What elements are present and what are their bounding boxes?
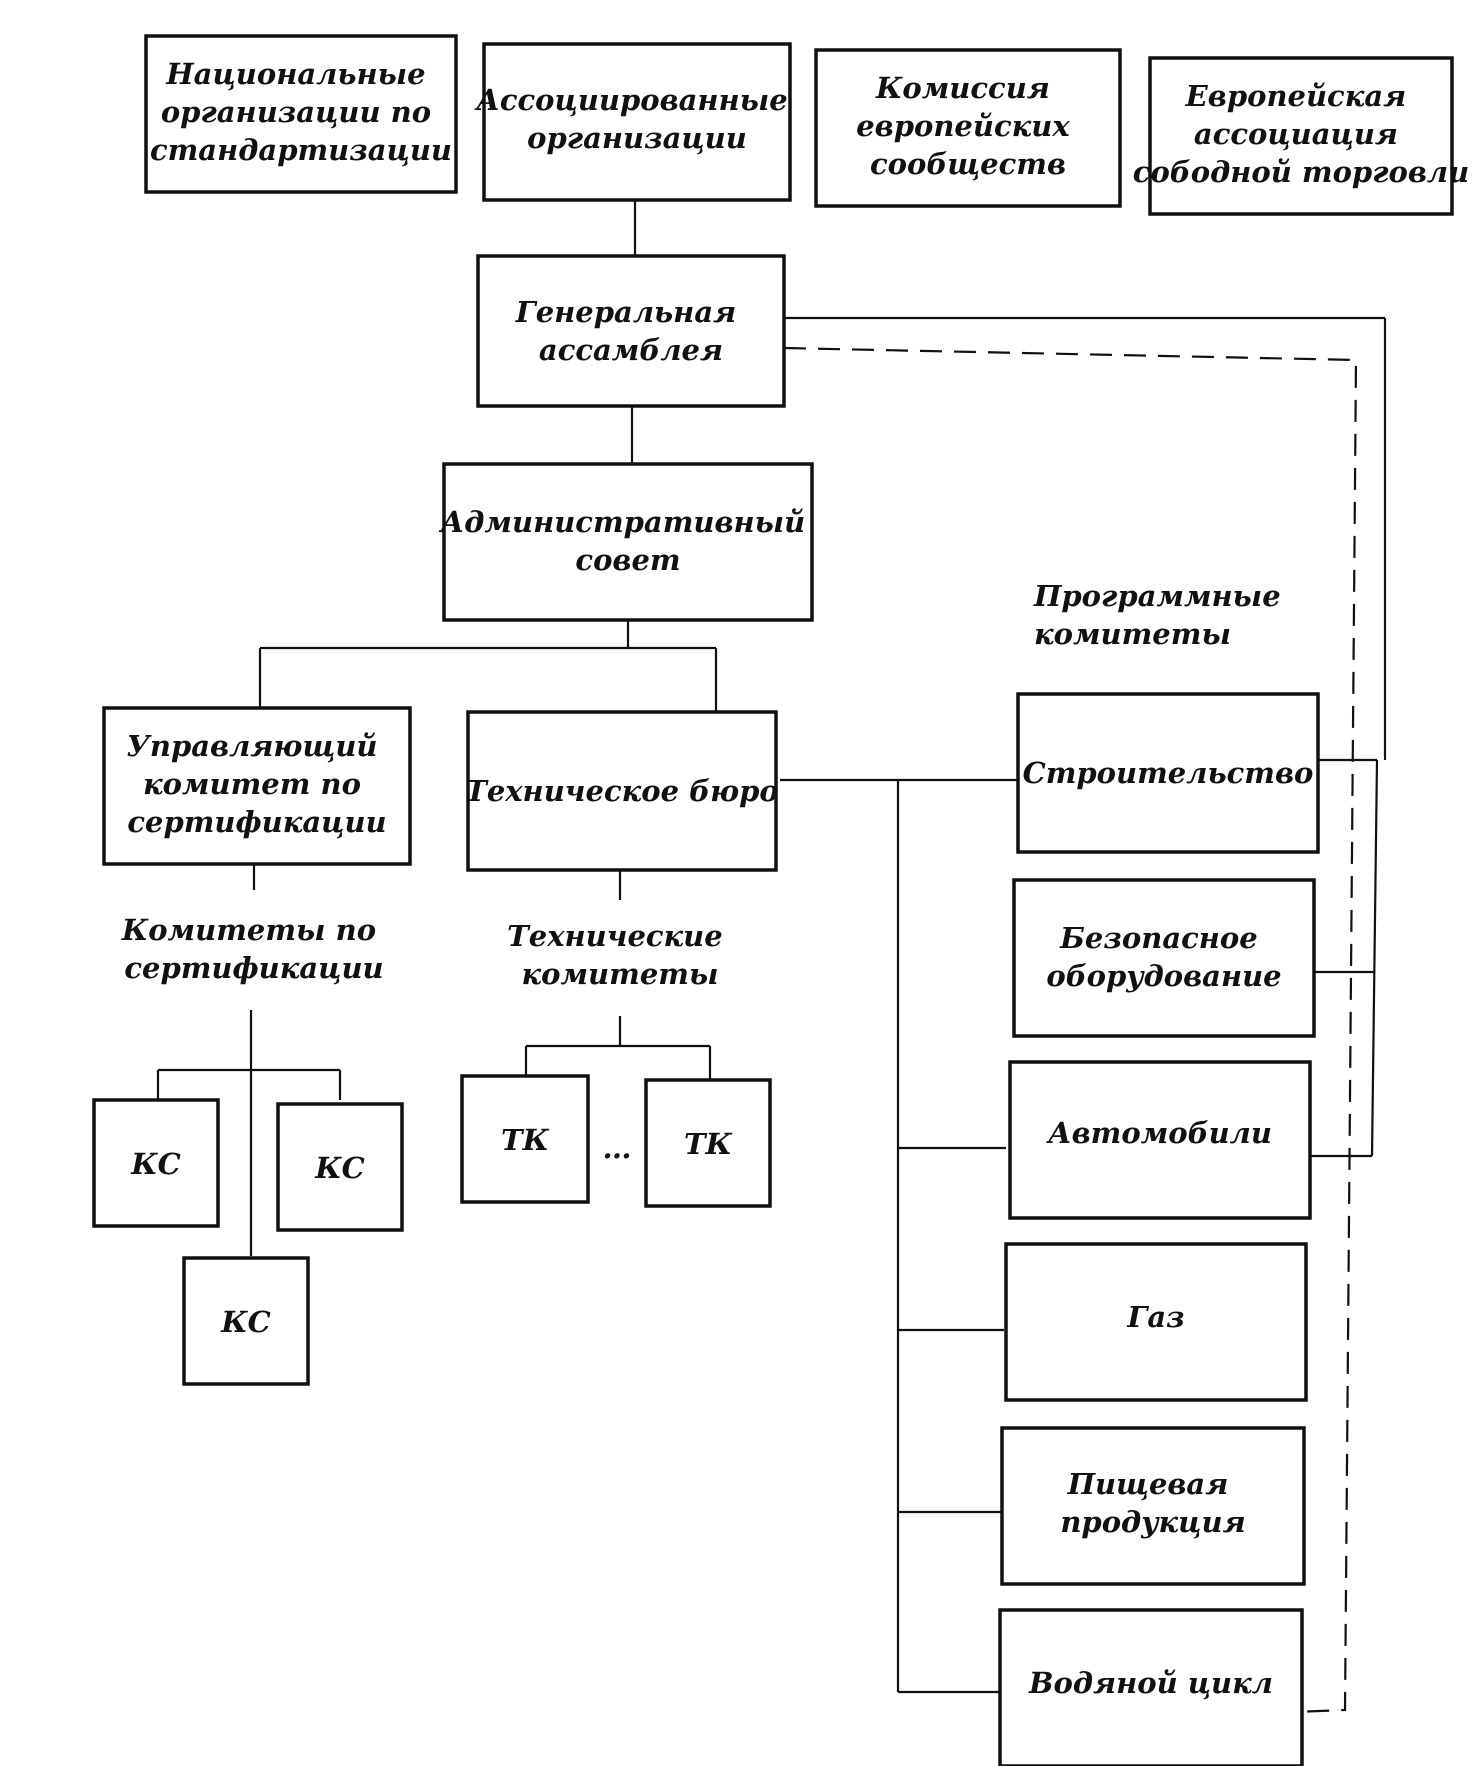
box-food-products	[1000, 1426, 1306, 1586]
label-line: КС	[220, 1305, 270, 1339]
box-ks-3	[182, 1256, 310, 1386]
label-line: Административный	[439, 505, 806, 539]
label-line: Комиссия	[875, 71, 1050, 105]
box-associated-orgs	[482, 42, 792, 202]
box-tk-1	[460, 1074, 590, 1204]
box-general-assembly	[476, 254, 786, 408]
label-line: продукция	[1060, 1505, 1245, 1539]
label-line: европейских	[856, 109, 1070, 143]
box-gas	[1004, 1242, 1308, 1402]
label-line: КС	[130, 1147, 180, 1181]
label-line: Строительство	[1023, 756, 1314, 790]
label-line: Безопасное	[1059, 921, 1258, 955]
right-bus-lower	[1370, 759, 1379, 1157]
box-construction	[1016, 692, 1320, 854]
label-line: Технические	[507, 919, 723, 953]
label-line: Программные	[1033, 579, 1281, 613]
label-line: Газ	[1126, 1300, 1184, 1334]
label-line: Автомобили	[1046, 1116, 1272, 1150]
ks-2-label: КС	[314, 1151, 364, 1185]
box-ks-2	[276, 1102, 404, 1232]
label-line: оборудование	[1046, 959, 1281, 993]
box-efta	[1148, 56, 1454, 216]
label-line: организации по	[161, 95, 431, 129]
labels: Национальные организации по стандартизац…	[121, 57, 1469, 1700]
label-line: ТК	[501, 1123, 550, 1157]
label-line: Европейская	[1185, 79, 1407, 113]
national-orgs-label: Национальные организации по стандартизац…	[150, 57, 452, 167]
tk-2-label: ТК	[684, 1127, 733, 1161]
label-line: комитеты	[1034, 617, 1231, 651]
tk-1-label: ТК	[501, 1123, 550, 1157]
label-line: совет	[575, 543, 680, 577]
commission-label: Комиссия европейских сообществ	[856, 71, 1080, 181]
dashed-link-assembly-to-water-cycle	[783, 346, 1358, 1714]
label-line: сертификации	[127, 805, 386, 839]
label-line: ассоциация	[1194, 117, 1398, 151]
ks-1-label: КС	[130, 1147, 180, 1181]
label-line: Ассоциированные	[474, 83, 787, 117]
box-national-orgs	[144, 34, 458, 194]
label-line: …	[603, 1131, 632, 1165]
tech-committees-label: Технические комитеты	[507, 919, 733, 991]
automobiles-label: Автомобили	[1046, 1116, 1272, 1150]
efta-label: Европейская ассоциация cободной торговли	[1133, 79, 1469, 189]
dashed-connectors	[783, 346, 1358, 1714]
gas-label: Газ	[1126, 1300, 1184, 1334]
label-line: Пищевая	[1067, 1467, 1229, 1501]
label-line: Техническое бюро	[465, 774, 779, 808]
label-line: Генеральная	[515, 295, 737, 329]
label-line: ассамблея	[539, 333, 723, 367]
label-line: сертификации	[124, 951, 383, 985]
cert-committees-label: Комитеты по сертификации	[121, 913, 386, 985]
nodes	[92, 34, 1454, 1766]
box-ks-1	[92, 1098, 220, 1228]
label-line: КС	[314, 1151, 364, 1185]
food-products-label: Пищевая продукция	[1060, 1467, 1245, 1539]
program-committees-label: Программные комитеты	[1033, 579, 1291, 651]
label-line: Водяной цикл	[1028, 1666, 1273, 1700]
water-cycle-label: Водяной цикл	[1028, 1666, 1273, 1700]
label-line: Комитеты по	[121, 913, 376, 947]
box-tk-2	[644, 1078, 772, 1208]
label-line: Управляющий	[126, 729, 377, 763]
admin-council-label: Административный совет	[439, 505, 816, 577]
label-line: комитеты	[522, 957, 719, 991]
box-safe-equipment	[1012, 878, 1316, 1038]
label-line: cободной торговли	[1133, 155, 1469, 189]
label-line: ТК	[684, 1127, 733, 1161]
connectors	[156, 200, 1387, 1694]
general-assembly-label: Генеральная ассамблея	[515, 295, 747, 367]
box-tech-bureau	[466, 710, 778, 872]
box-admin-council	[442, 462, 814, 622]
box-water-cycle	[998, 1608, 1304, 1766]
cert-steering-label: Управляющий комитет по сертификации	[126, 729, 387, 839]
box-commission	[814, 48, 1122, 208]
label-line: комитет по	[143, 767, 361, 801]
label-line: сообществ	[870, 147, 1066, 181]
construction-label: Строительство	[1023, 756, 1314, 790]
label-line: Национальные	[165, 57, 425, 91]
safe-equipment-label: Безопасное оборудование	[1046, 921, 1281, 993]
label-line: стандартизации	[150, 133, 452, 167]
ellipsis-label: …	[603, 1131, 632, 1165]
ks-3-label: КС	[220, 1305, 270, 1339]
associated-orgs-label: Ассоциированные организации	[474, 83, 798, 155]
box-automobiles	[1008, 1060, 1312, 1220]
box-cert-steering	[102, 706, 412, 866]
tech-bureau-label: Техническое бюро	[465, 774, 779, 808]
label-line: организации	[527, 121, 747, 155]
